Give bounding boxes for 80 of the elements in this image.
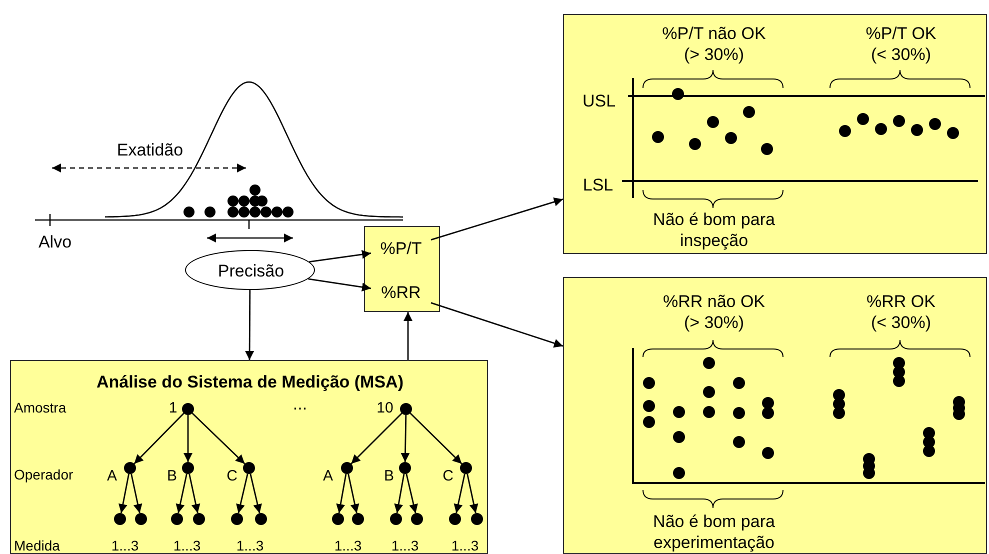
node-caption: B xyxy=(384,468,394,486)
node-caption: A xyxy=(323,468,333,486)
node-caption: C xyxy=(442,468,454,486)
tree-node-dot xyxy=(124,462,136,474)
range-label: 1...3 xyxy=(236,537,264,554)
metric-label: %P/T xyxy=(371,237,431,261)
range-label: 1...3 xyxy=(111,537,139,554)
row-label: Amostra xyxy=(14,399,66,417)
node-caption: C xyxy=(226,468,238,486)
tree-node-dot xyxy=(243,462,255,474)
category-heading: %RR OK (< 30%) xyxy=(866,290,936,334)
metric-label: %RR xyxy=(371,281,431,305)
arrow xyxy=(406,474,418,514)
arrow xyxy=(350,412,402,464)
arrow xyxy=(250,474,262,514)
range-label: 1...3 xyxy=(451,537,479,554)
node-text: Precisão xyxy=(216,260,286,282)
arrow xyxy=(245,290,254,360)
limit-label: USL xyxy=(581,90,617,112)
tree-node-dot xyxy=(182,403,194,415)
range-label: 1...3 xyxy=(334,537,362,554)
tree-node-dot xyxy=(193,513,205,525)
arrow xyxy=(134,412,184,464)
metric-box xyxy=(364,226,440,312)
tree-node-dot xyxy=(182,462,194,474)
tree-node-dot xyxy=(231,513,243,525)
arrow xyxy=(308,278,372,292)
arrow xyxy=(130,474,142,514)
arrow xyxy=(430,198,564,240)
arrow xyxy=(176,474,188,514)
panel-title: Análise do Sistema de Medição (MSA) xyxy=(95,371,404,393)
arrow xyxy=(336,474,347,514)
arrow xyxy=(454,474,466,514)
arrow xyxy=(466,474,478,514)
tree-node-dot xyxy=(341,462,353,474)
tree-node-dot xyxy=(390,513,402,525)
axis-label: Exatidão xyxy=(116,139,184,161)
tree-node-dot xyxy=(171,513,183,525)
axis-label: Alvo xyxy=(38,231,72,253)
limit-label: LSL xyxy=(582,174,614,196)
category-heading: %P/T OK (< 30%) xyxy=(864,22,938,66)
category-heading: %RR não OK (> 30%) xyxy=(662,290,766,334)
tree-node-dot xyxy=(135,513,147,525)
tree-node-dot xyxy=(399,462,411,474)
row-label: Operador xyxy=(14,466,74,484)
arrow xyxy=(184,415,192,462)
tree-node-dot xyxy=(114,513,126,525)
tree-node-dot xyxy=(471,513,483,525)
arrow xyxy=(188,474,200,514)
tree-node-dot xyxy=(460,462,472,474)
node-caption: 1 xyxy=(168,400,178,418)
verdict-text: Não é bom para inspeção xyxy=(652,208,776,252)
arrow xyxy=(309,250,372,262)
tree-node-dot xyxy=(332,513,344,525)
arrow xyxy=(118,474,130,514)
arrow xyxy=(404,312,412,360)
chart-panel xyxy=(563,14,987,254)
msa-panel xyxy=(10,360,488,554)
verdict-text: Não é bom para experimentação xyxy=(652,510,776,554)
tree-node-dot xyxy=(255,513,267,525)
node-caption: A xyxy=(107,468,117,486)
arrow xyxy=(394,474,405,514)
arrow xyxy=(400,414,410,462)
range-label: 1...3 xyxy=(173,537,201,554)
node-caption: 10 xyxy=(376,400,394,418)
arrow xyxy=(410,412,462,464)
arrow xyxy=(192,412,246,464)
tree-node-dot xyxy=(352,513,364,525)
node-caption: B xyxy=(167,468,177,486)
arrow xyxy=(348,474,360,514)
range-label: 1...3 xyxy=(391,537,419,554)
category-heading: %P/T não OK (> 30%) xyxy=(661,22,767,66)
tree-node-dot xyxy=(449,513,461,525)
ellipsis-text: ... xyxy=(292,393,308,415)
tree-node-dot xyxy=(400,403,412,415)
row-label: Medida xyxy=(14,537,60,554)
chart-panel xyxy=(563,277,987,554)
tree-node-dot xyxy=(411,513,423,525)
arrow xyxy=(430,302,564,348)
arrow xyxy=(236,474,248,514)
